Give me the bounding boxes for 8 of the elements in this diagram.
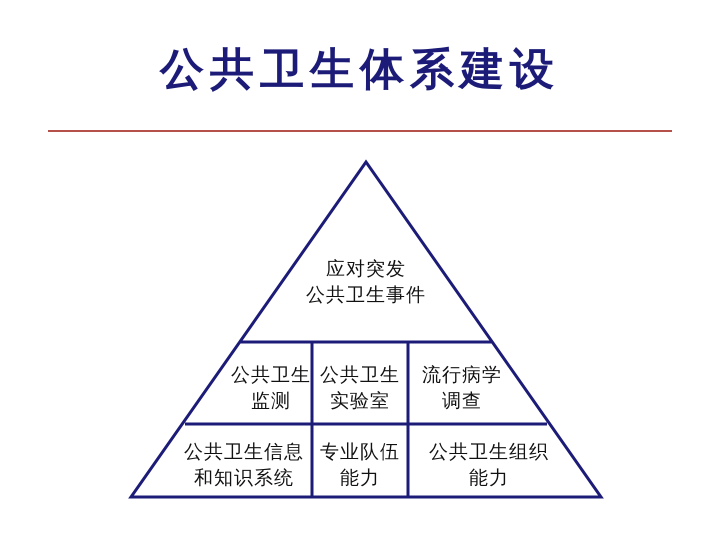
tier-label: 公共卫生实验室 xyxy=(320,362,400,414)
tier-label: 专业队伍能力 xyxy=(320,439,400,491)
tier-label: 公共卫生信息和知识系统 xyxy=(184,439,304,491)
tier-label: 流行病学调查 xyxy=(422,362,502,414)
tier-label: 应对突发公共卫生事件 xyxy=(306,256,426,308)
tier-label: 公共卫生监测 xyxy=(231,362,311,414)
title: 公共卫生体系建设 xyxy=(160,46,560,94)
tier-label: 公共卫生组织能力 xyxy=(429,439,549,491)
